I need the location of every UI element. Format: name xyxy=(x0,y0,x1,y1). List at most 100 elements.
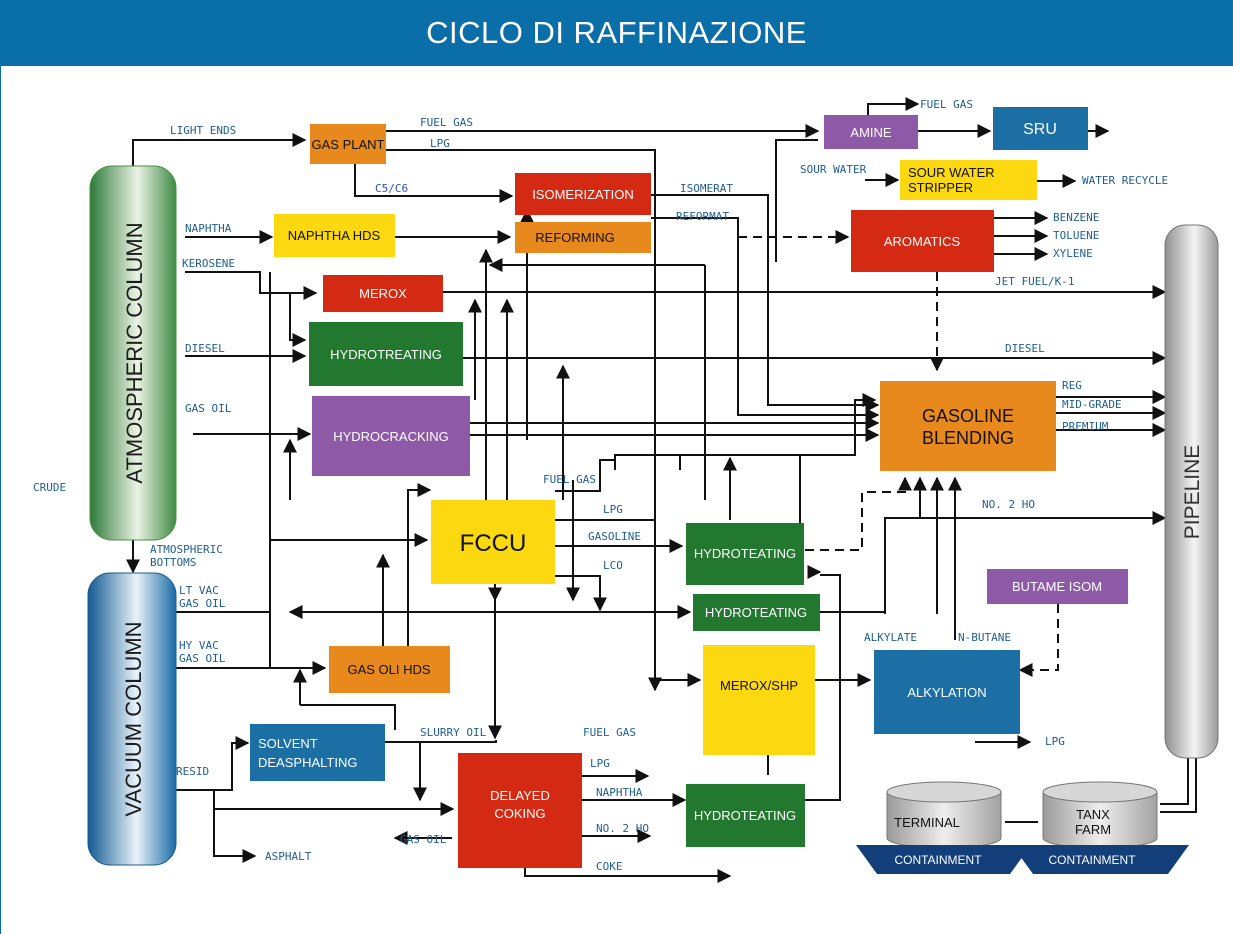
label-sour-water: SOUR WATER xyxy=(800,163,867,176)
unit-sru: SRU xyxy=(993,107,1088,150)
label-gas-oil-coker: GAS OIL xyxy=(400,833,447,846)
hydroteating-3-label: HYDROTEATING xyxy=(694,808,796,823)
label-gas-oil-in: GAS OIL xyxy=(185,402,232,415)
delayed-coking-label-1: DELAYED xyxy=(490,788,550,803)
hydroteating-2-label: HYDROTEATING xyxy=(705,605,807,620)
sour-water-stripper-label-2: STRIPPER xyxy=(908,180,973,195)
naphtha-hds-label: NAPHTHA HDS xyxy=(288,228,381,243)
title-bar xyxy=(0,0,1233,66)
label-reformat: REFORMAT xyxy=(676,210,729,223)
label-naphtha-coker: NAPHTHA xyxy=(596,786,643,799)
label-xylene: XYLENE xyxy=(1053,247,1093,260)
gas-oli-hds-label: GAS OLI HDS xyxy=(347,662,430,677)
containment-1-label: CONTAINMENT xyxy=(894,853,982,867)
unit-naphtha-hds: NAPHTHA HDS xyxy=(274,214,395,257)
hydroteating-1-label: HYDROTEATING xyxy=(694,546,796,561)
label-reg: REG xyxy=(1062,379,1082,392)
merox-label: MEROX xyxy=(359,286,407,301)
gasoline-blending-label-2: BLENDING xyxy=(922,428,1014,448)
stream-labels: CRUDE LIGHT ENDS NAPHTHA KEROSENE DIESEL… xyxy=(33,98,1168,873)
unit-gas-oli-hds: GAS OLI HDS xyxy=(329,646,450,693)
label-diesel-out: DIESEL xyxy=(1005,342,1045,355)
label-lpg-top: LPG xyxy=(430,137,450,150)
label-naphtha: NAPHTHA xyxy=(185,222,232,235)
merox-shp-label: MEROX/SHP xyxy=(720,678,798,693)
label-mid-grade: MID-GRADE xyxy=(1062,398,1122,411)
solvent-deasphalting-label-1: SOLVENT xyxy=(258,736,318,751)
unit-delayed-coking: DELAYED COKING xyxy=(458,753,582,868)
fccu-label: FCCU xyxy=(460,530,527,557)
label-benzene: BENZENE xyxy=(1053,211,1099,224)
alkylation-label: ALKYLATION xyxy=(907,685,986,700)
aromatics-label: AROMATICS xyxy=(884,234,961,249)
unit-merox: MEROX xyxy=(323,275,443,312)
label-fuel-gas-fccu: FUEL GAS xyxy=(543,473,596,486)
label-lpg-alky: LPG xyxy=(1045,735,1065,748)
label-fuel-gas-top: FUEL GAS xyxy=(420,116,473,129)
label-atm-bottoms-1: ATMOSPHERIC xyxy=(150,543,223,556)
sour-water-stripper-label-1: SOUR WATER xyxy=(908,165,995,180)
amine-label: AMINE xyxy=(850,125,892,140)
flow-lines xyxy=(126,97,1197,883)
label-premium: PREMIUM xyxy=(1062,420,1109,433)
unit-solvent-deasphalting: SOLVENT DEASPHALTING xyxy=(250,724,385,781)
label-crude: CRUDE xyxy=(33,481,66,494)
unit-butame-isom: BUTAME ISOM xyxy=(987,569,1128,604)
unit-amine: AMINE xyxy=(824,115,918,149)
terminal-tank: TERMINAL CONTAINMENT xyxy=(856,781,1031,874)
unit-hydroteating-1: HYDROTEATING xyxy=(686,523,804,585)
label-coke: COKE xyxy=(596,860,623,873)
unit-reforming: REFORMING xyxy=(515,222,651,253)
label-kerosene: KEROSENE xyxy=(182,257,235,270)
label-water-recycle: WATER RECYCLE xyxy=(1082,174,1168,187)
label-asphalt: ASPHALT xyxy=(265,850,312,863)
sru-label: SRU xyxy=(1023,121,1057,138)
hydrotreating-label: HYDROTREATING xyxy=(330,347,442,362)
label-lt-vac-1: LT VAC xyxy=(179,584,219,597)
label-c5c6: C5/C6 xyxy=(375,182,408,195)
unit-hydroteating-3: HYDROTEATING xyxy=(686,784,805,847)
page-title: CICLO DI RAFFINAZIONE xyxy=(426,15,807,50)
label-gasoline-fccu: GASOLINE xyxy=(588,530,641,543)
isomerization-label: ISOMERIZATION xyxy=(532,187,634,202)
tanx-farm-label-1: TANX xyxy=(1076,807,1110,822)
label-light-ends: LIGHT ENDS xyxy=(170,124,236,137)
hydrocracking-label: HYDROCRACKING xyxy=(333,429,449,444)
unit-sour-water-stripper: SOUR WATER STRIPPER xyxy=(900,160,1037,200)
unit-hydrotreating: HYDROTREATING xyxy=(309,322,463,386)
unit-aromatics: AROMATICS xyxy=(851,210,994,272)
label-hy-vac-2: GAS OIL xyxy=(179,652,226,665)
label-fuel-gas-coker: FUEL GAS xyxy=(583,726,636,739)
label-lpg-fccu: LPG xyxy=(603,503,623,516)
unit-merox-shp: MEROX/SHP xyxy=(703,645,815,755)
label-lco: LCO xyxy=(603,559,623,572)
tanx-farm-tank: TANX FARM CONTAINMENT xyxy=(1012,781,1189,874)
unit-isomerization: ISOMERIZATION xyxy=(515,173,651,215)
label-jet-fuel: JET FUEL/K-1 xyxy=(995,275,1074,288)
label-slurry-oil: SLURRY OIL xyxy=(420,726,487,739)
butame-isom-label: BUTAME ISOM xyxy=(1012,579,1102,594)
gas-plant-label: GAS PLANT xyxy=(312,137,385,152)
containment-2-label: CONTAINMENT xyxy=(1048,853,1136,867)
label-lpg-coker: LPG xyxy=(590,757,610,770)
label-atm-bottoms-2: BOTTOMS xyxy=(150,556,196,569)
unit-gas-plant: GAS PLANT xyxy=(310,124,386,164)
pipeline: PIPELINE xyxy=(1164,224,1219,759)
tanx-farm-label-2: FARM xyxy=(1075,822,1111,837)
vacuum-column-label: VACUUM COLUMN xyxy=(121,621,146,816)
atmospheric-column-label: ATMOSPHERIC COLUMN xyxy=(122,222,147,483)
unit-gasoline-blending: GASOLINE BLENDING xyxy=(880,381,1056,471)
label-diesel-in: DIESEL xyxy=(185,342,225,355)
label-n-butane: N-BUTANE xyxy=(958,631,1011,644)
label-toluene: TOLUENE xyxy=(1053,229,1099,242)
solvent-deasphalting-label-2: DEASPHALTING xyxy=(258,755,357,770)
reforming-label: REFORMING xyxy=(535,230,614,245)
vacuum-column: VACUUM COLUMN xyxy=(87,572,177,866)
label-resid: RESID xyxy=(176,765,209,778)
label-isomerat: ISOMERAT xyxy=(680,182,733,195)
label-fuel-gas-amine: FUEL GAS xyxy=(920,98,973,111)
unit-fccu: FCCU xyxy=(431,500,555,584)
gasoline-blending-label-1: GASOLINE xyxy=(922,406,1014,426)
